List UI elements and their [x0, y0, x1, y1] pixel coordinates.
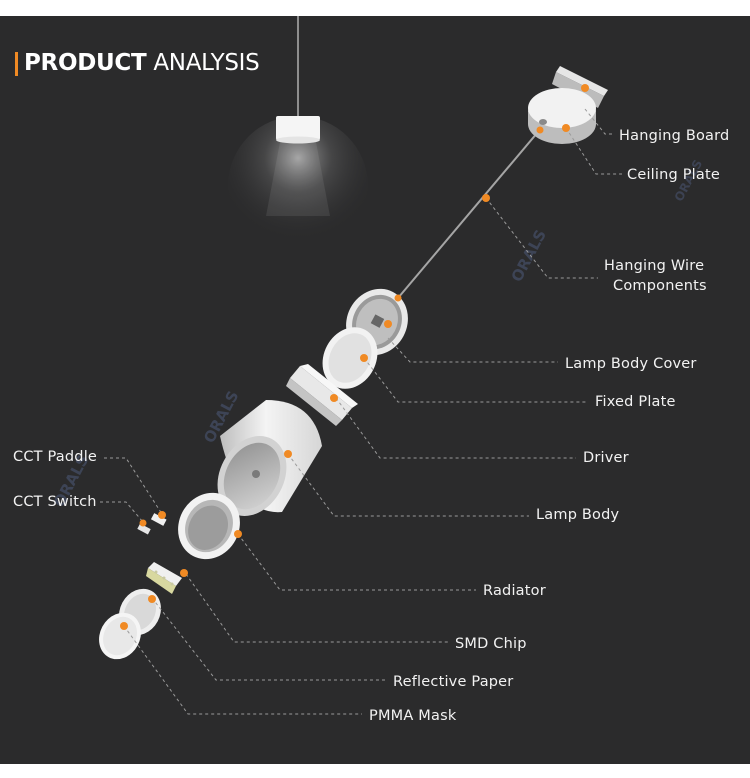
- marker-dots: [120, 84, 589, 630]
- ceiling-plate-part: [528, 88, 596, 144]
- dot-reflective-paper: [148, 595, 156, 603]
- leader-hanging-wire: [485, 197, 598, 279]
- leader-lines: [100, 108, 622, 715]
- dot-lamp-body-cover: [384, 320, 392, 328]
- page-title: PRODUCT ANALYSIS: [24, 50, 260, 76]
- label-hanging-wire-line1: Hanging Wire: [604, 258, 705, 274]
- dot-hanging-board: [581, 84, 589, 92]
- product-analysis-panel: ORALS ORALS ORALS ORALS: [0, 16, 750, 764]
- dot-wire-bottom: [394, 294, 402, 302]
- label-lamp-body: Lamp Body: [536, 507, 620, 523]
- label-reflective-paper: Reflective Paper: [393, 674, 514, 690]
- label-cct-paddle: CCT Paddle: [13, 449, 98, 465]
- leader-smd-chip: [185, 573, 448, 643]
- leader-reflective-paper: [151, 597, 386, 681]
- label-radiator: Radiator: [483, 583, 546, 599]
- dot-driver: [330, 394, 338, 402]
- leader-radiator: [237, 533, 476, 591]
- label-smd-chip: SMD Chip: [455, 636, 527, 652]
- pendant-light-beam: [266, 142, 330, 216]
- pendant-bottom: [276, 136, 320, 144]
- exploded-view-diagram: ORALS ORALS ORALS ORALS: [50, 16, 705, 715]
- leader-pmma-mask: [123, 625, 362, 715]
- pendant-glow: [228, 116, 368, 256]
- dot-hanging-wire: [482, 194, 490, 202]
- pendant-body: [276, 116, 320, 140]
- label-pmma-mask: PMMA Mask: [369, 708, 457, 724]
- label-driver: Driver: [583, 450, 629, 466]
- hanging-wire: [397, 125, 544, 299]
- label-fixed-plate: Fixed Plate: [595, 394, 676, 410]
- label-hanging-wire-line2: Components: [613, 278, 707, 294]
- dot-ceiling-plate: [562, 124, 570, 132]
- dot-wire-top: [536, 126, 544, 134]
- driver-part: [286, 364, 358, 426]
- smd-chip-part: [146, 562, 182, 594]
- dot-smd-chip: [180, 569, 188, 577]
- dot-lamp-body: [284, 450, 292, 458]
- leader-cct-switch: [100, 501, 144, 523]
- leader-driver: [335, 397, 576, 459]
- dot-radiator: [234, 530, 242, 538]
- leader-fixed-plate: [363, 357, 588, 403]
- leader-cct-paddle: [104, 457, 163, 515]
- fixed-plate-part: [322, 327, 378, 389]
- label-hanging-board: Hanging Board: [619, 128, 730, 144]
- leader-lamp-body: [287, 453, 529, 517]
- leader-hanging-board: [584, 108, 612, 135]
- title-strong: PRODUCT: [24, 50, 147, 76]
- title-accent-bar: [15, 52, 18, 76]
- leader-ceiling-plate: [565, 127, 622, 175]
- radiator-part: [178, 492, 240, 560]
- dot-cct-switch: [139, 519, 147, 527]
- pmma-mask-part: [99, 612, 141, 660]
- lamp-body-part: [217, 400, 322, 517]
- label-cct-switch: CCT Switch: [13, 494, 97, 510]
- dot-pmma-mask: [120, 622, 128, 630]
- title-light: ANALYSIS: [153, 50, 260, 76]
- watermark-1: ORALS: [508, 227, 550, 285]
- label-ceiling-plate: Ceiling Plate: [627, 167, 720, 183]
- leader-lamp-body-cover: [387, 337, 558, 363]
- label-lamp-body-cover: Lamp Body Cover: [565, 356, 697, 372]
- dot-cct-paddle: [158, 511, 166, 519]
- dot-fixed-plate: [360, 354, 368, 362]
- pendant-lamp-image: [228, 16, 368, 256]
- cct-switch-part: [137, 513, 167, 535]
